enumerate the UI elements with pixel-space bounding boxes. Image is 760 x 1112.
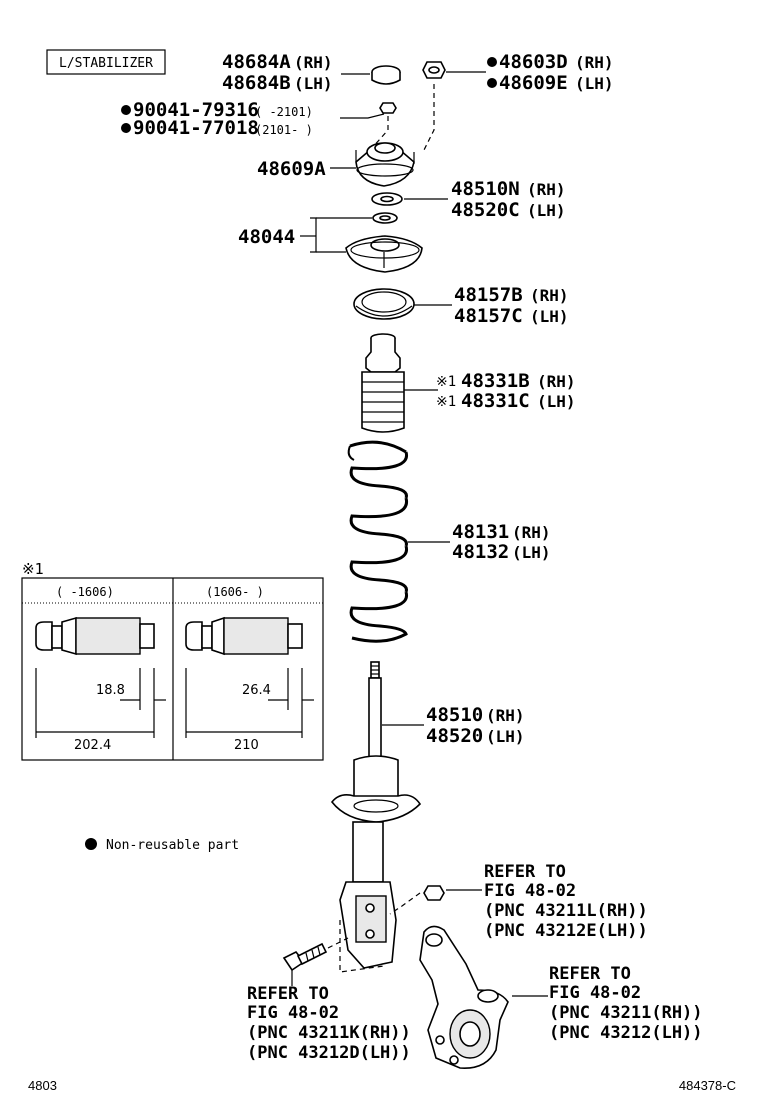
svg-text:210: 210 [234,738,259,753]
svg-text:(LH): (LH) [512,543,551,562]
svg-text:48609E: 48609E [499,72,568,94]
shock-absorber-48510-part[interactable] [330,661,422,969]
variant-inset: ※1 ( -1606) (1606- ) 18.8 202.4 [21,560,324,761]
svg-text:(2101- ): (2101- ) [255,123,313,137]
boot-pre-1606-part: 18.8 202.4 [35,616,166,753]
coil-spring-48131-part[interactable] [347,440,409,643]
svg-text:FIG 48-02: FIG 48-02 [549,983,641,1003]
svg-text:(PNC 43212D(LH)): (PNC 43212D(LH)) [247,1043,411,1063]
svg-text:(LH): (LH) [530,307,569,326]
footer-left: 4803 [28,1078,57,1093]
header-box: L/STABILIZER [46,49,166,75]
label-48044: 48044 [238,226,295,248]
svg-text:REFER TO: REFER TO [247,984,329,1004]
svg-text:48331B: 48331B [461,370,530,392]
svg-text:(LH): (LH) [294,74,333,93]
svg-text:(PNC 43212(LH)): (PNC 43212(LH)) [549,1023,703,1043]
label-48510: 48510 (RH) 48520 (LH) [426,704,525,747]
svg-text:(RH): (RH) [512,523,551,542]
spring-seat-48044-part[interactable] [345,212,423,273]
svg-text:(RH): (RH) [294,53,333,72]
svg-text:( -2101): ( -2101) [255,105,313,119]
svg-text:(1606- ): (1606- ) [206,585,264,599]
upper-mount-48609A-part[interactable] [355,142,415,187]
legend: Non-reusable part [85,838,239,853]
svg-text:(LH): (LH) [537,392,576,411]
nut-90041-part[interactable] [379,102,397,114]
svg-text:18.8: 18.8 [96,683,125,698]
nut-43211L-part[interactable] [423,885,445,901]
bearing-48510N-part[interactable] [371,192,403,206]
label-48131: 48131 (RH) 48132 (LH) [452,521,551,563]
svg-text:FIG 48-02: FIG 48-02 [484,881,576,901]
svg-text:(PNC 43211L(RH)): (PNC 43211L(RH)) [484,901,648,921]
svg-text:202.4: 202.4 [74,738,111,753]
svg-text:90041-77018: 90041-77018 [133,117,259,139]
svg-text:※1: ※1 [22,560,44,578]
steering-knuckle-part[interactable] [419,925,509,1069]
non-reusable-dot-icon [85,838,97,850]
refer-knuckle-label: REFER TO FIG 48-02 (PNC 43211(RH)) (PNC … [549,964,703,1043]
svg-text:(PNC 43211(RH)): (PNC 43211(RH)) [549,1003,703,1023]
svg-text:48684A: 48684A [222,51,291,73]
svg-text:(LH): (LH) [486,727,525,746]
refer-bolt-label: REFER TO FIG 48-02 (PNC 43211K(RH)) (PNC… [247,984,411,1063]
svg-text:48510: 48510 [426,704,483,726]
non-reusable-dot-icon [121,123,131,133]
svg-text:(RH): (RH) [575,53,614,72]
legend-text: Non-reusable part [106,838,239,853]
svg-text:※1: ※1 [436,374,456,390]
svg-text:REFER TO: REFER TO [549,964,631,984]
svg-text:FIG 48-02: FIG 48-02 [247,1003,339,1023]
label-48510N: 48510N (RH) 48520C (LH) [451,178,566,221]
footer-right: 484378-C [679,1078,736,1093]
refer-nut-label: REFER TO FIG 48-02 (PNC 43211L(RH)) (PNC… [484,862,648,941]
insulator-48157-part[interactable] [353,288,415,320]
svg-text:48157B: 48157B [454,284,523,306]
svg-text:48510N: 48510N [451,178,520,200]
svg-text:(RH): (RH) [486,706,525,725]
non-reusable-dot-icon [487,57,497,67]
svg-text:90041-79316: 90041-79316 [133,99,259,121]
svg-text:(RH): (RH) [530,286,569,305]
bolt-43211K-part[interactable] [282,942,328,972]
label-48331: ※1 48331B (RH) ※1 48331C (LH) [436,370,576,412]
svg-text:(LH): (LH) [575,74,614,93]
nut-48603-part[interactable] [422,61,446,79]
svg-text:48044: 48044 [238,226,295,248]
svg-text:(LH): (LH) [527,201,566,220]
boot-post-1606-part: 26.4 210 [185,616,314,753]
svg-text:48331C: 48331C [461,390,530,412]
svg-text:(RH): (RH) [537,372,576,391]
svg-text:REFER TO: REFER TO [484,862,566,882]
svg-text:48157C: 48157C [454,305,523,327]
svg-text:48609A: 48609A [257,158,326,180]
cap-48684-part[interactable] [371,65,401,85]
svg-text:※1: ※1 [436,394,456,410]
svg-text:48684B: 48684B [222,72,291,94]
svg-text:(PNC 43212E(LH)): (PNC 43212E(LH)) [484,921,648,941]
non-reusable-dot-icon [487,78,497,88]
non-reusable-dot-icon [121,105,131,115]
svg-text:( -1606): ( -1606) [56,585,114,599]
label-48609A: 48609A [257,158,326,180]
svg-text:48603D: 48603D [499,51,568,73]
svg-text:48520C: 48520C [451,199,520,221]
svg-text:48132: 48132 [452,541,509,563]
bump-stopper-48331-part[interactable] [361,333,405,433]
header-box-label: L/STABILIZER [59,56,153,71]
svg-text:48131: 48131 [452,521,509,543]
label-90041: 90041-79316 ( -2101) 90041-77018 (2101- … [121,99,313,139]
svg-text:(PNC 43211K(RH)): (PNC 43211K(RH)) [247,1023,411,1043]
svg-text:26.4: 26.4 [242,683,271,698]
svg-text:48520: 48520 [426,725,483,747]
label-48157: 48157B (RH) 48157C (LH) [454,284,569,327]
label-48603: 48603D (RH) 48609E (LH) [487,51,614,94]
label-48684: 48684A (RH) 48684B (LH) [222,51,333,94]
svg-text:(RH): (RH) [527,180,566,199]
